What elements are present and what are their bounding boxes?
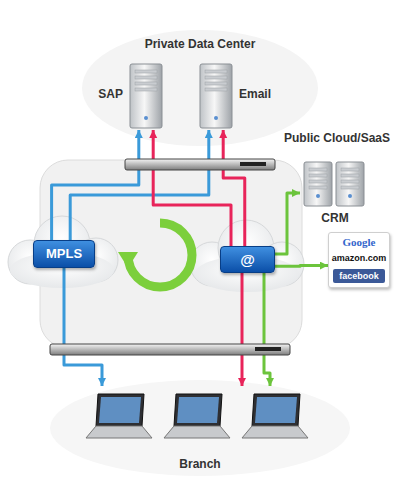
logo-text: amazon.com: [329, 253, 389, 263]
saas-logos: Google amazon.com facebook: [328, 232, 390, 288]
flow-arrow: [241, 273, 244, 386]
laptop: [242, 394, 308, 438]
branch-site: Branch: [60, 386, 340, 478]
region: CRM Google amazon.com facebook Public Cloud/…: [276, 132, 398, 292]
logo-text: facebook: [333, 269, 385, 283]
server-tower: [130, 64, 162, 128]
laptop: [86, 394, 152, 438]
flow-arrow: [70, 130, 209, 240]
node-label: SAP: [98, 88, 123, 102]
server: CRM: [300, 160, 370, 226]
flow-arrow: [64, 268, 102, 386]
server: SAP: [128, 62, 164, 130]
flow-arrow: [153, 130, 231, 246]
flow-arrow: [52, 130, 139, 240]
servers2-icon: [300, 160, 370, 208]
flow-arrow: [275, 193, 300, 254]
server-icon: [198, 62, 234, 130]
node-label: @: [221, 251, 274, 268]
node-label: Email: [239, 88, 271, 102]
node-label: CRM: [300, 212, 370, 226]
wan-appliance: [125, 159, 275, 170]
server-tower: [200, 64, 232, 128]
node-label: MPLS: [34, 247, 94, 262]
node-label: Branch: [60, 458, 340, 472]
flow-arrow: [223, 130, 245, 246]
server-tower: [336, 162, 364, 206]
region: SAP Email Private Data Center: [95, 38, 305, 130]
node-label: Private Data Center: [95, 38, 305, 52]
flow-arrow: [275, 264, 328, 268]
server-tower: [304, 162, 332, 206]
branch-ground: [50, 380, 350, 476]
wan-appliance: [50, 344, 290, 355]
laptop: [164, 394, 230, 438]
datacenter-ground: [82, 30, 318, 146]
server: Email: [198, 62, 234, 130]
server-icon: [128, 62, 164, 130]
network-badge: @: [220, 246, 275, 273]
node-label: Google: [329, 236, 389, 249]
laptops-icon: [60, 386, 340, 448]
flow-arrow: [264, 273, 270, 386]
node-label: Public Cloud/SaaS: [276, 132, 398, 146]
network-badge: MPLS: [33, 240, 95, 268]
green-loop-arrow: [118, 223, 192, 287]
